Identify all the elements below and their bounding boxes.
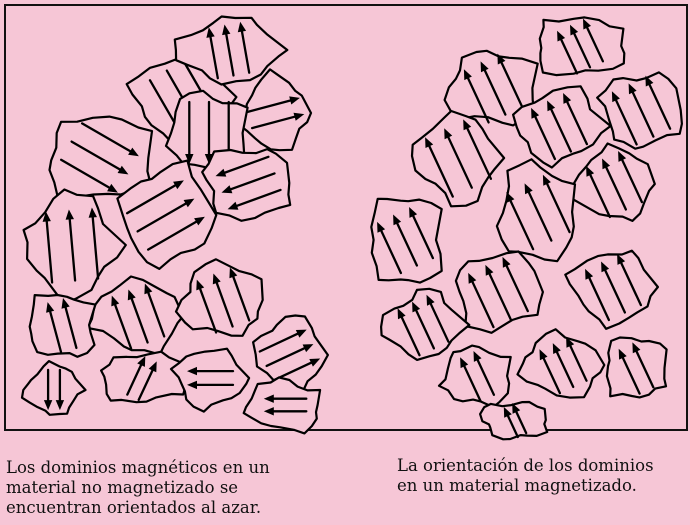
unmagnetized-domains-panel — [20, 15, 329, 435]
magnetization-arrows — [531, 93, 589, 161]
magnetic-domain — [437, 344, 512, 409]
magnetic-domain — [201, 148, 292, 222]
magnetic-domain — [443, 49, 539, 127]
magnetization-arrows — [618, 342, 655, 395]
magnetization-arrows — [557, 18, 605, 75]
magnetization-arrows — [46, 298, 78, 354]
magnetization-arrows — [503, 403, 528, 439]
magnetic-domain — [566, 142, 656, 222]
magnetization-arrows — [42, 207, 100, 284]
magnetization-arrows — [539, 336, 588, 395]
magnetic-domain — [538, 16, 626, 77]
magnetization-arrows — [187, 366, 235, 390]
magnetic-domain — [370, 197, 443, 284]
magnetization-arrows — [425, 119, 493, 198]
magnetized-domains-panel — [370, 16, 683, 441]
magnetization-arrows — [125, 180, 205, 251]
caption-magnetized: La orientación de los dominios en un mat… — [397, 456, 654, 495]
magnetic-domain — [479, 400, 549, 441]
magnetic-domain — [380, 287, 471, 361]
magnetic-domain — [237, 68, 313, 152]
caption-unmagnetized: Los dominios magnéticos en un material n… — [6, 458, 270, 517]
magnetic-domain — [28, 293, 97, 358]
magnetization-arrows — [506, 174, 571, 251]
magnetic-domain — [174, 258, 264, 337]
magnetic-domain — [454, 250, 544, 334]
magnetic-domain — [512, 85, 612, 169]
figure-frame — [4, 4, 688, 431]
magnetic-domain — [516, 328, 606, 399]
magnetic-domain — [596, 71, 683, 150]
magnetization-arrows — [246, 96, 305, 130]
magnetic-domain — [495, 158, 577, 263]
magnetization-arrows — [111, 283, 166, 350]
magnetic-domain — [20, 360, 87, 416]
magnetization-arrows — [586, 151, 644, 219]
magnetization-arrows — [460, 351, 496, 403]
magnetization-arrows — [611, 75, 672, 146]
magnetic-domain — [116, 159, 218, 270]
magnetic-domain — [605, 336, 668, 399]
magnetization-arrows — [397, 294, 450, 357]
magnetization-arrows — [463, 53, 524, 124]
magnetic-domain — [242, 376, 322, 435]
magnetization-arrows — [215, 155, 282, 210]
magnetization-arrows — [263, 394, 308, 416]
magnetic-domain — [410, 109, 506, 208]
magnetization-arrows — [59, 122, 139, 193]
magnetic-domain — [173, 15, 289, 86]
magnetization-arrows — [468, 256, 529, 329]
magnetization-arrows — [585, 254, 643, 322]
magnetization-arrows — [196, 267, 251, 334]
magnetic-domain — [22, 188, 127, 305]
magnetization-arrows — [126, 356, 157, 402]
magnetization-arrows — [377, 207, 435, 275]
magnetic-domain — [86, 275, 185, 356]
magnetization-arrows — [43, 368, 65, 411]
magnetic-domain — [169, 347, 251, 413]
magnetic-domain — [100, 350, 186, 404]
magnetic-domain — [564, 249, 659, 330]
magnetization-arrows — [206, 21, 251, 80]
